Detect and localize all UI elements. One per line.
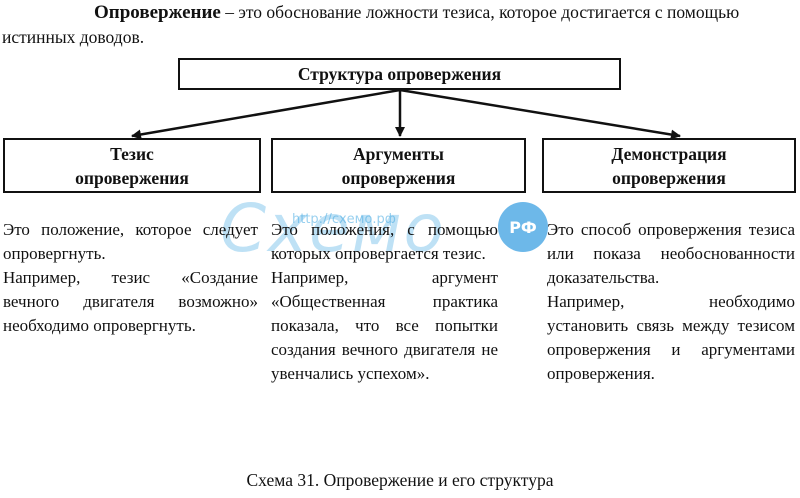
arguments-title-line1: Аргументы: [353, 143, 444, 164]
term: Опровержение: [94, 2, 221, 23]
arrow-to-thesis: [131, 88, 401, 140]
demonstration-definition: Это способ опровержения тезиса или показ…: [547, 220, 795, 287]
thesis-example: Например, тезис «Создание вечного двигат…: [3, 268, 258, 335]
thesis-definition: Это положение, которое следует опровергн…: [3, 220, 258, 263]
arguments-definition: Это положения, с помощью которых опровер…: [271, 220, 498, 263]
arguments-description: Это положения, с помощью которых опровер…: [271, 218, 498, 386]
arguments-example: Например, аргумент «Общественная практик…: [271, 268, 498, 383]
demonstration-box: Демонстрация опровержения: [542, 138, 796, 193]
arguments-box: Аргументы опровержения: [271, 138, 526, 193]
watermark: Схемо http://схемо.рф РФ: [200, 190, 600, 280]
definition-text: – это обоснование ложности тезиса, котор…: [2, 2, 740, 47]
thesis-title-line1: Тезис: [110, 143, 154, 164]
figure-caption: Схема 31. Опровержение и его структура: [246, 470, 554, 490]
demonstration-title-line1: Демонстрация: [611, 143, 727, 164]
demonstration-description: Это способ опровержения тезиса или показ…: [547, 218, 795, 386]
watermark-badge: РФ: [498, 202, 548, 252]
definition-paragraph: Опровержение – это обоснование ложности …: [2, 0, 792, 49]
arrow-to-demonstration: [399, 88, 681, 140]
thesis-title-line2: опровержения: [75, 167, 189, 188]
arguments-title-line2: опровержения: [341, 167, 456, 188]
thesis-box: Тезис опровержения: [3, 138, 261, 193]
demonstration-example: Например, необходимо установить связь ме…: [547, 292, 795, 383]
demonstration-title-line2: опровержения: [612, 167, 726, 188]
watermark-url: http://схемо.рф: [292, 212, 396, 227]
watermark-logo: Схемо: [220, 190, 446, 267]
root-label: Структура опровержения: [297, 64, 502, 84]
root-box: Структура опровержения: [178, 58, 621, 90]
thesis-description: Это положение, которое следует опровергн…: [3, 218, 258, 338]
